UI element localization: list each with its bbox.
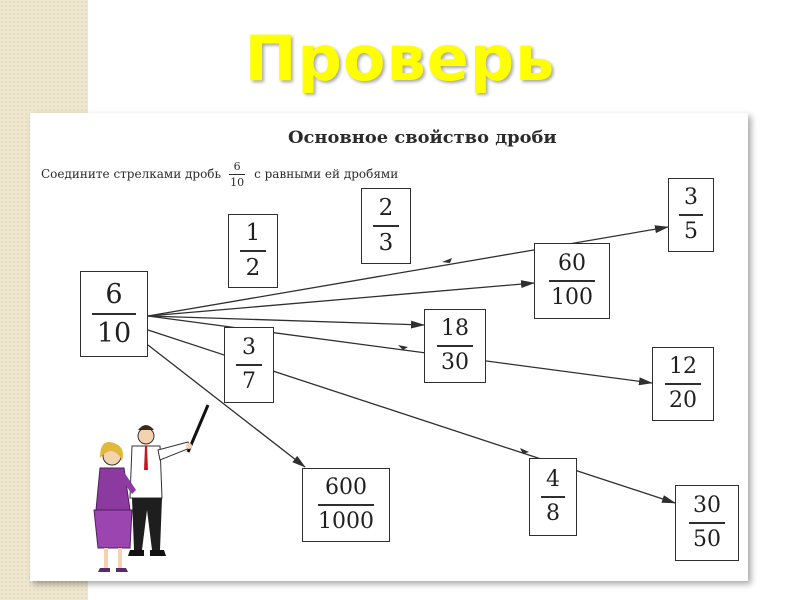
fraction-bar [92, 313, 136, 315]
fraction-box-60-100[interactable]: 60 100 [534, 243, 610, 319]
fraction-box-3-7[interactable]: 3 7 [224, 327, 274, 403]
fraction-numerator: 600 [325, 475, 367, 501]
fraction-numerator: 6 [105, 279, 123, 311]
fraction-box-30-50[interactable]: 30 50 [675, 485, 739, 561]
fraction-box-4-8[interactable]: 4 8 [529, 458, 577, 536]
fraction-bar [437, 345, 473, 347]
fraction-box-source[interactable]: 6 10 [80, 271, 148, 357]
fraction-bar [373, 225, 399, 227]
fraction-bar [679, 214, 703, 216]
fraction-denominator: 50 [693, 526, 721, 552]
fraction-box-2-3[interactable]: 2 3 [361, 188, 411, 264]
fraction-numerator: 18 [441, 316, 469, 342]
fraction-bar [240, 250, 266, 252]
worksheet-title: Основное свойство дроби [288, 128, 557, 148]
task-fraction: 6 10 [229, 159, 246, 189]
fraction-numerator: 3 [684, 185, 698, 211]
task-fraction-numerator: 6 [233, 159, 241, 173]
fraction-bar [318, 504, 374, 506]
fraction-denominator: 3 [378, 229, 394, 256]
fraction-bar [665, 383, 701, 385]
fraction-denominator: 2 [245, 254, 261, 281]
task-text-before: Соедините стрелками дробь [41, 167, 222, 181]
arrow-to-60-100 [147, 280, 535, 317]
fraction-box-3-5[interactable]: 3 5 [668, 178, 714, 252]
fraction-denominator: 20 [669, 387, 697, 413]
fraction-box-18-30[interactable]: 18 30 [424, 309, 486, 383]
arrow-to-3-5 [147, 225, 669, 317]
task-instruction: Соедините стрелками дробь 6 10 с равными… [41, 157, 398, 191]
fraction-denominator: 30 [441, 349, 469, 375]
fraction-bar [236, 364, 262, 366]
fraction-denominator: 10 [96, 317, 132, 349]
slide-title: Проверь [244, 22, 556, 95]
fraction-box-1-2[interactable]: 1 2 [228, 214, 278, 288]
fraction-numerator: 60 [558, 251, 586, 277]
fraction-denominator: 8 [546, 500, 560, 526]
fraction-numerator: 30 [693, 493, 721, 519]
fraction-denominator: 5 [684, 218, 698, 244]
fraction-numerator: 1 [245, 220, 261, 247]
woman-figure [93, 442, 136, 572]
fraction-bar [689, 522, 725, 524]
arrow-to-600-1000 [147, 344, 306, 468]
fraction-bar [541, 496, 565, 498]
fraction-box-600-1000[interactable]: 600 1000 [302, 468, 390, 542]
arrow-mid-tick [442, 258, 452, 263]
fraction-numerator: 3 [242, 335, 256, 361]
task-text-after: с равными ей дробями [254, 167, 399, 181]
arrow-mid-tick [398, 345, 408, 350]
fraction-denominator: 100 [551, 284, 593, 310]
task-fraction-denominator: 10 [230, 175, 245, 189]
fraction-box-12-20[interactable]: 12 20 [652, 347, 714, 421]
arrow-to-18-30 [147, 315, 425, 329]
fraction-numerator: 2 [378, 195, 394, 222]
man-figure [128, 425, 192, 556]
fraction-numerator: 12 [669, 354, 697, 380]
arrow-mid-tick [520, 448, 529, 454]
task-fraction-bar [229, 173, 246, 175]
fraction-bar [549, 280, 595, 282]
fraction-denominator: 7 [242, 368, 256, 394]
fraction-numerator: 4 [546, 467, 560, 493]
fraction-denominator: 1000 [318, 508, 374, 534]
teachers-illustration [93, 404, 210, 572]
